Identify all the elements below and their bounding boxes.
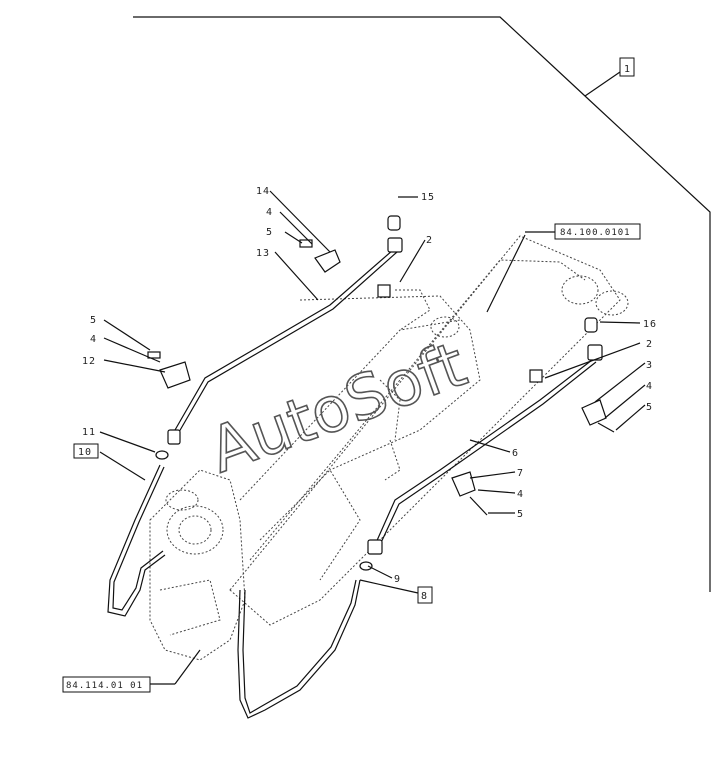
leader-lines <box>99 190 646 685</box>
callout-4-top: 4 <box>266 207 273 218</box>
callout-15: 15 <box>421 192 435 203</box>
callout-16: 16 <box>643 319 657 330</box>
callout-5-right: 5 <box>646 402 653 413</box>
loader-boom <box>229 235 629 626</box>
frame-ref-box <box>619 57 635 77</box>
callout-2-right: 2 <box>646 339 653 350</box>
pipe-6 <box>374 359 593 546</box>
tractor-mount <box>149 469 246 661</box>
callout-2-top: 2 <box>426 235 433 246</box>
callout-6: 6 <box>512 448 519 459</box>
hose-10-label: 10 <box>78 447 92 458</box>
callout-4-right: 4 <box>646 381 653 392</box>
hose-10 <box>107 464 166 617</box>
callout-13: 13 <box>256 248 270 259</box>
tractor-ref-box <box>62 676 151 693</box>
callout-12: 12 <box>82 356 96 367</box>
callout-11: 11 <box>82 427 96 438</box>
watermark-text: AutoSoft <box>200 327 475 487</box>
hose-lower <box>237 579 361 719</box>
callout-5-left: 5 <box>90 315 97 326</box>
frame-ref-label: 1 <box>624 64 631 75</box>
callout-14: 14 <box>256 186 270 197</box>
callout-5-top: 5 <box>266 227 273 238</box>
boom-ref-box <box>554 223 641 240</box>
callout-4-mid: 4 <box>517 489 524 500</box>
callout-3: 3 <box>646 360 653 371</box>
frame-line <box>133 16 711 592</box>
hose-10-box <box>73 443 99 459</box>
callout-9: 9 <box>394 574 401 585</box>
boom-ref-label: 84.100.0101 <box>560 228 631 238</box>
callout-7: 7 <box>517 468 524 479</box>
hose-8-label: 8 <box>421 591 428 602</box>
hose-8-box <box>417 586 433 604</box>
callout-5-mid: 5 <box>517 509 524 520</box>
pipe-13 <box>174 249 394 431</box>
tractor-ref-label: 84.114.01 01 <box>66 681 143 691</box>
callout-4-left: 4 <box>90 334 97 345</box>
